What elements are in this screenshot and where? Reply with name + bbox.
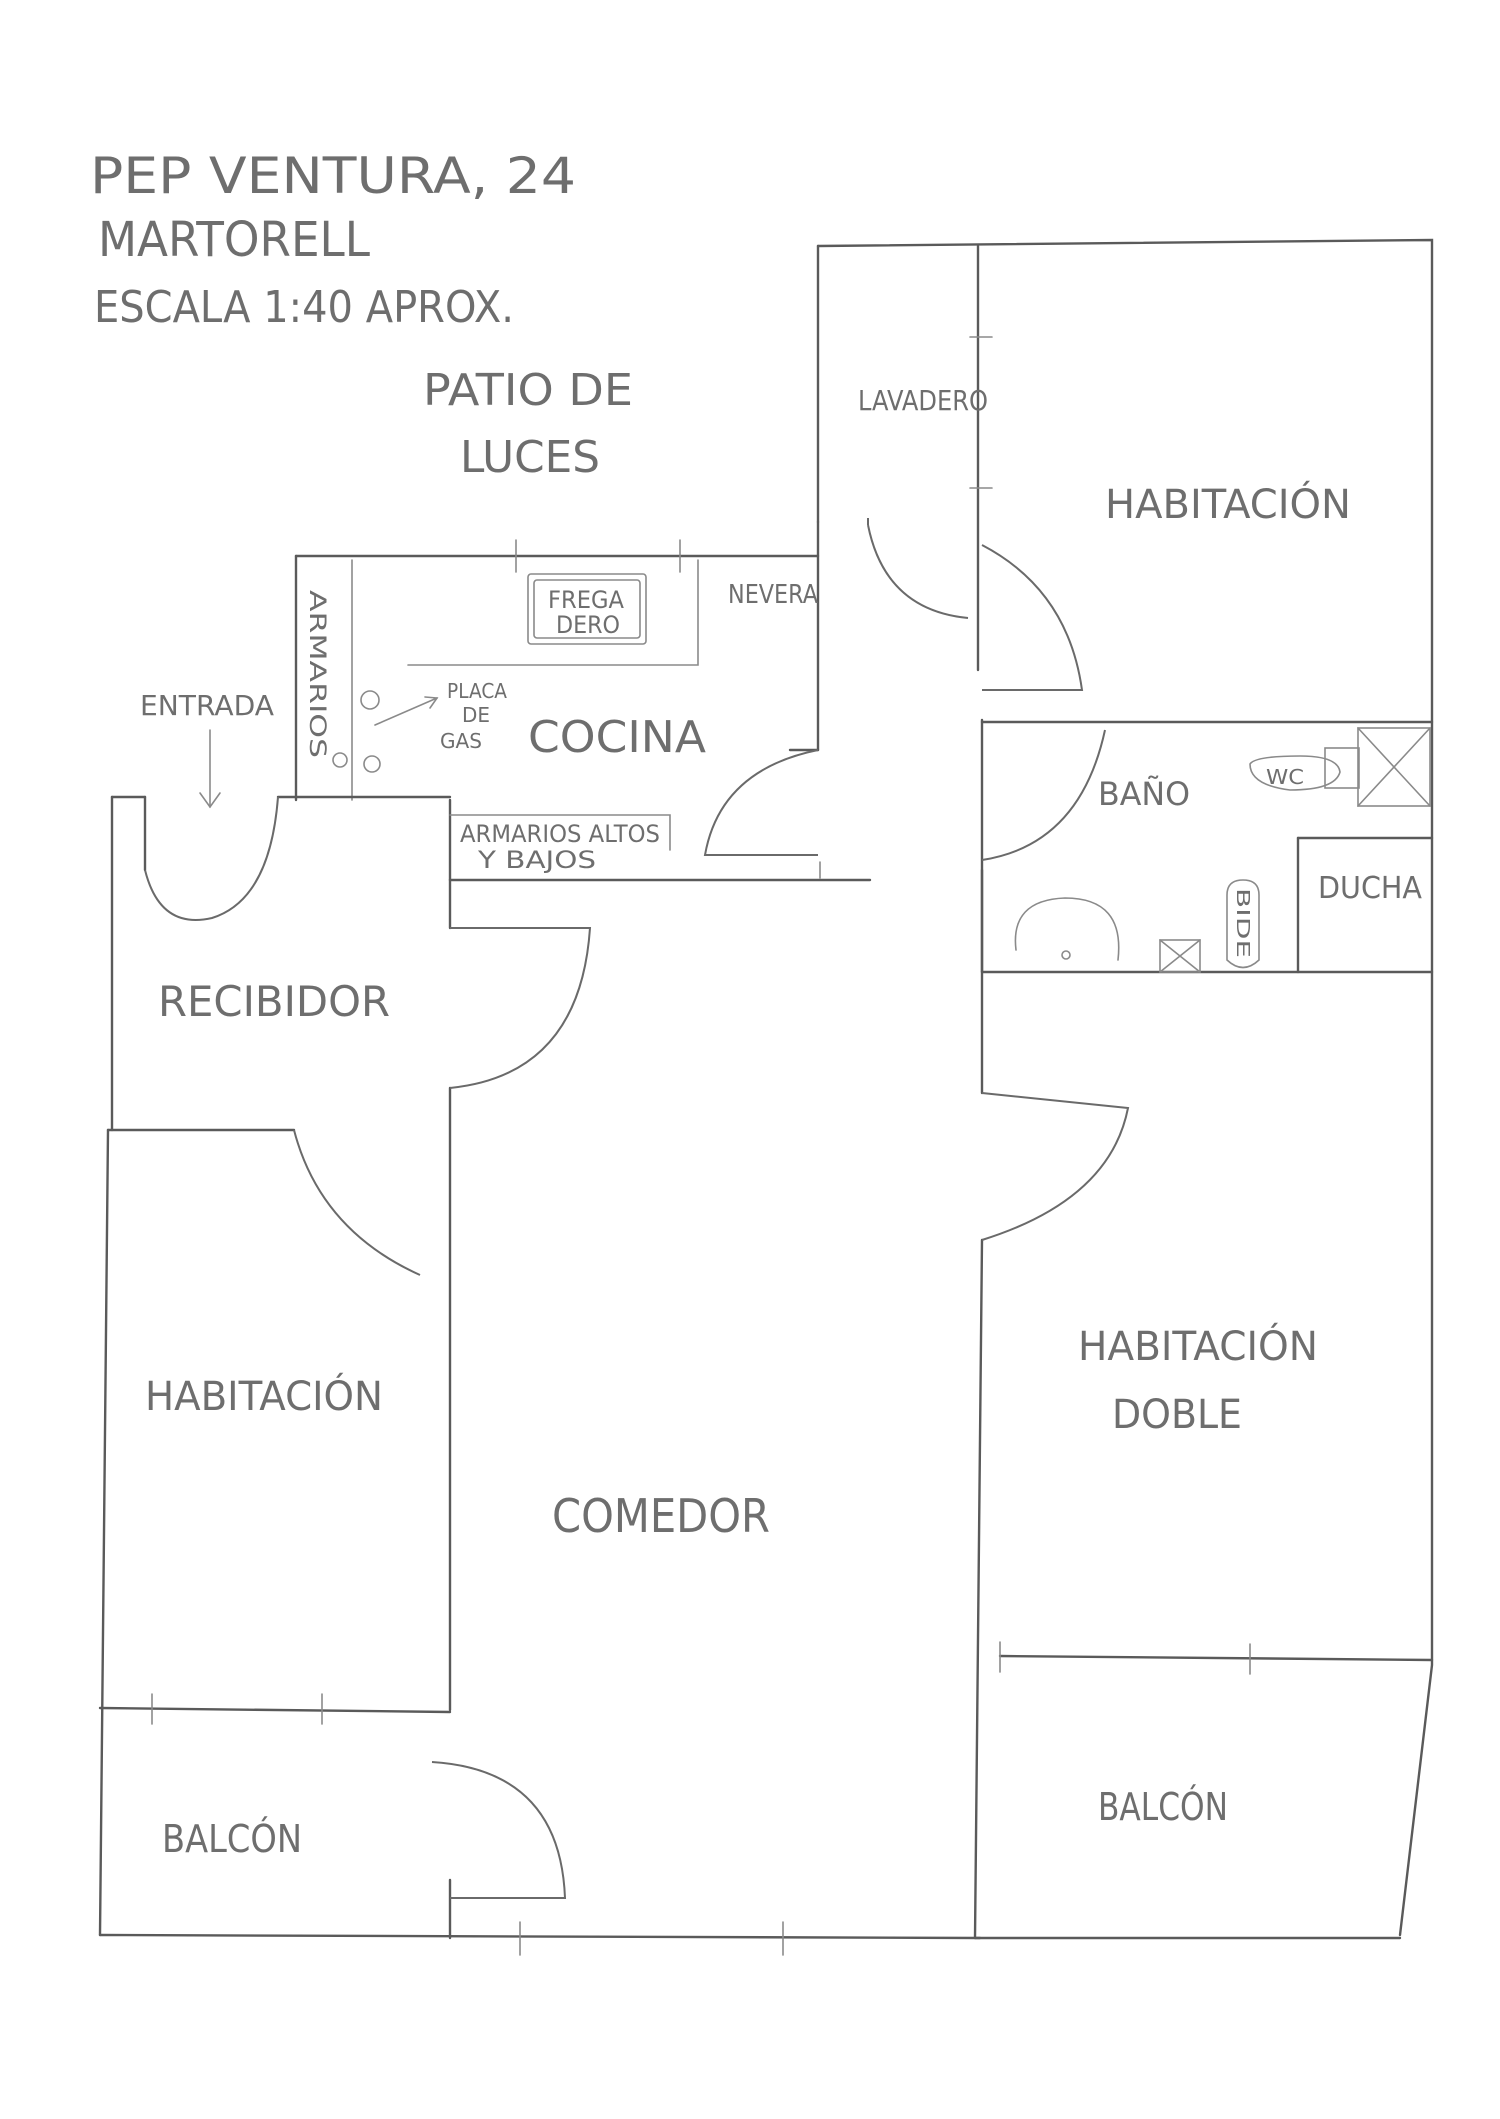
armarios-altos-label-1: ARMARIOS ALTOS bbox=[460, 820, 660, 848]
door-swings bbox=[144, 518, 1130, 1899]
labels: PEP VENTURA, 24 MARTORELL ESCALA 1:40 AP… bbox=[90, 147, 1422, 1861]
wc-label: WC bbox=[1266, 765, 1304, 789]
fixtures bbox=[199, 573, 1434, 974]
habitacion-top-label: HABITACIÓN bbox=[1105, 480, 1351, 528]
comedor-label: COMEDOR bbox=[552, 1489, 770, 1543]
bano-label: BAÑO bbox=[1098, 775, 1190, 813]
bide-label: BIDE bbox=[1232, 888, 1253, 958]
habitacion-left-label: HABITACIÓN bbox=[145, 1372, 383, 1420]
ducha-label: DUCHA bbox=[1318, 871, 1422, 906]
placa-label-2: DE bbox=[462, 703, 490, 727]
city-title: MARTORELL bbox=[98, 212, 370, 268]
habitacion-doble-label-2: DOBLE bbox=[1112, 1392, 1242, 1438]
balcon-right-label: BALCÓN bbox=[1098, 1785, 1228, 1829]
armarios-altos-label-2: Y BAJOS bbox=[477, 846, 596, 874]
fregadero-label-1: FREGA bbox=[548, 586, 625, 614]
nevera-label: NEVERA bbox=[728, 580, 818, 610]
fregadero-label-2: DERO bbox=[556, 611, 620, 639]
entrada-label: ENTRADA bbox=[140, 689, 274, 722]
patio-label-line2: LUCES bbox=[460, 432, 600, 483]
recibidor-label: RECIBIDOR bbox=[158, 977, 390, 1026]
balcon-left-label: BALCÓN bbox=[162, 1817, 302, 1861]
cocina-label: COCINA bbox=[528, 712, 706, 763]
scale-note: ESCALA 1:40 APROX. bbox=[94, 282, 514, 333]
address-title: PEP VENTURA, 24 bbox=[90, 147, 576, 205]
armarios-vertical-label: ARMARIOS bbox=[304, 590, 329, 758]
placa-label-3: GAS bbox=[440, 729, 482, 753]
window-ticks bbox=[151, 336, 1251, 1956]
walls bbox=[98, 238, 1434, 1940]
lavadero-label: LAVADERO bbox=[858, 384, 988, 417]
placa-label-1: PLACA bbox=[447, 679, 507, 703]
habitacion-doble-label-1: HABITACIÓN bbox=[1078, 1322, 1318, 1370]
patio-label-line1: PATIO DE bbox=[423, 365, 633, 416]
